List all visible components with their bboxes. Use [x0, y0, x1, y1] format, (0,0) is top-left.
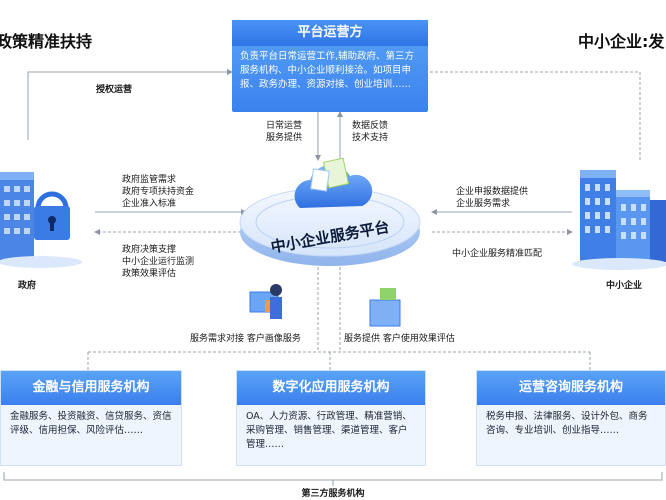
- service-title-finance: 金融与信用服务机构: [1, 371, 181, 405]
- bottom-left-label: 服务需求对接 客户画像服务: [190, 334, 301, 344]
- footer-label: 第三方服务机构: [301, 489, 365, 499]
- service-box-finance: 金融与信用服务机构 金融服务、投资融资、信贷服务、资信评级、信用担保、风险评估……: [0, 370, 182, 466]
- service-title-consulting: 运营咨询服务机构: [477, 371, 665, 405]
- platform-operator-body: 负责平台日常运营工作,辅助政府、第三方服务机构、中小企业顺利接洽。如项目申报、政…: [240, 51, 415, 90]
- gov-to-platform-line-2: 政府专项扶持资金: [122, 187, 195, 197]
- authorization-label: 授权运营: [96, 85, 133, 95]
- sme-to-platform-line-2: 企业服务需求: [456, 199, 511, 209]
- authorization-line: [27, 69, 233, 140]
- op-to-platform-line-2: 服务提供: [266, 133, 303, 143]
- service-body-digital: OA、人力资源、行政管理、精准营销、采购管理、销售管理、渠道管理、客户管理……: [246, 411, 412, 450]
- bottom-right-label: 服务提供 客户使用效果评估: [344, 334, 455, 344]
- platform-to-op-line-1: 数据反馈: [352, 121, 389, 131]
- person-head-illustration: [270, 284, 282, 296]
- gov-to-platform-line-1: 政府监管需求: [122, 175, 177, 185]
- sme-operator-line: [428, 71, 641, 160]
- government-label: 政府: [18, 281, 37, 291]
- server-illustration: [369, 299, 401, 327]
- gov-to-platform-line-3: 企业准入标准: [122, 199, 177, 209]
- platform-to-gov-line-2: 中小企业运行监测: [122, 257, 195, 267]
- gov-to-platform-label: 政府监管需求 政府专项扶持资金 企业准入标准: [122, 174, 194, 210]
- service-box-digital: 数字化应用服务机构 OA、人力资源、行政管理、精准营销、采购管理、销售管理、渠道…: [236, 370, 426, 466]
- person-body-illustration: [270, 297, 282, 319]
- op-to-platform-label: 日常运营 服务提供: [266, 120, 302, 144]
- platform-operator-title: 平台运营方: [232, 20, 428, 46]
- sme-to-platform-label: 企业申报数据提供 企业服务需求: [456, 186, 528, 210]
- platform-to-op-line-2: 技术支持: [352, 133, 389, 143]
- doc-illustration: [380, 288, 396, 300]
- platform-to-op-label: 数据反馈 技术支持: [352, 120, 388, 144]
- op-to-platform-line-1: 日常运营: [266, 121, 303, 131]
- service-title-digital: 数字化应用服务机构: [237, 371, 425, 405]
- platform-to-gov-label: 政府决策支撑 中小企业运行监测 政策效果评估: [122, 244, 194, 280]
- platform-operator-box: 平台运营方 负责平台日常运营工作,辅助政府、第三方服务机构、中小企业顺利接洽。如…: [232, 20, 428, 112]
- service-body-finance: 金融服务、投资融资、信贷服务、资信评级、信用担保、风险评估……: [10, 411, 172, 436]
- platform-to-gov-line-3: 政策效果评估: [122, 269, 177, 279]
- service-body-consulting: 税务申报、法律服务、设计外包、商务咨询、专业培训、创业指导……: [486, 411, 648, 436]
- right-heading: 中小企业:发: [578, 32, 665, 51]
- sme-to-platform-line-1: 企业申报数据提供: [456, 187, 529, 197]
- sme-label: 中小企业: [606, 281, 643, 291]
- left-heading: 政策精准扶持: [0, 32, 93, 51]
- platform-to-gov-line-1: 政府决策支撑: [122, 245, 177, 255]
- platform-to-sme-label: 中小企业服务精准匹配: [452, 249, 543, 259]
- service-box-consulting: 运营咨询服务机构 税务申报、法律服务、设计外包、商务咨询、专业培训、创业指导……: [476, 370, 666, 466]
